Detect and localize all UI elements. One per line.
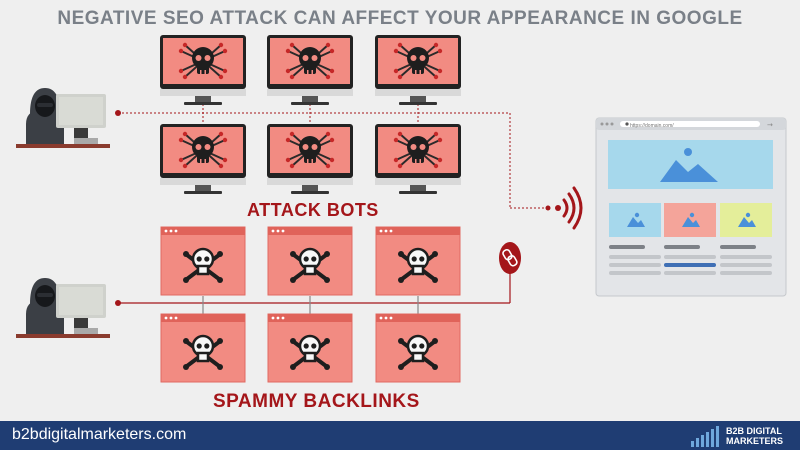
skull-crossbones-icon	[161, 227, 245, 295]
skull-monitor-icon	[267, 35, 353, 105]
browser-window: →	[595, 117, 787, 297]
hacker-icon	[16, 278, 110, 338]
skull-crossbones-icon	[161, 314, 245, 382]
skull-crossbones-icon	[376, 227, 460, 295]
browser-url: https://domain.com/	[630, 123, 674, 129]
signal-connector	[545, 205, 551, 211]
skull-crossbones-icon	[268, 227, 352, 295]
hacker-2-connector	[115, 300, 121, 306]
footer-bar: b2bdigitalmarketers.com B2B DIGITAL MARK…	[0, 421, 800, 450]
spammy-backlinks-label: SPAMMY BACKLINKS	[213, 391, 420, 412]
skull-crossbones-icon	[268, 314, 352, 382]
skull-monitor-icon	[267, 124, 353, 194]
footer-url[interactable]: b2bdigitalmarketers.com	[12, 426, 187, 443]
broken-link-icon	[499, 242, 521, 274]
bar-chart-icon	[691, 426, 719, 447]
attack-bots-label: ATTACK BOTS	[247, 200, 379, 220]
skull-crossbones-icon	[376, 314, 460, 382]
brand-logo: B2B DIGITAL MARKETERS	[690, 424, 790, 448]
brand-line-1: B2B DIGITAL	[726, 426, 782, 436]
diagram: →	[16, 0, 787, 421]
backlink-connection-lines	[118, 248, 511, 314]
hacker-icon	[16, 88, 110, 148]
hacker-1-connector	[115, 110, 121, 116]
signal-icon	[555, 186, 583, 230]
brand-line-2: MARKETERS	[726, 436, 784, 446]
skull-monitor-icon	[160, 35, 246, 105]
skull-monitor-icon	[375, 124, 461, 194]
skull-monitor-icon	[160, 124, 246, 194]
skull-monitor-icon	[375, 35, 461, 105]
svg-text:→: →	[767, 121, 773, 129]
page-title: NEGATIVE SEO ATTACK CAN AFFECT YOUR APPE…	[57, 8, 743, 29]
